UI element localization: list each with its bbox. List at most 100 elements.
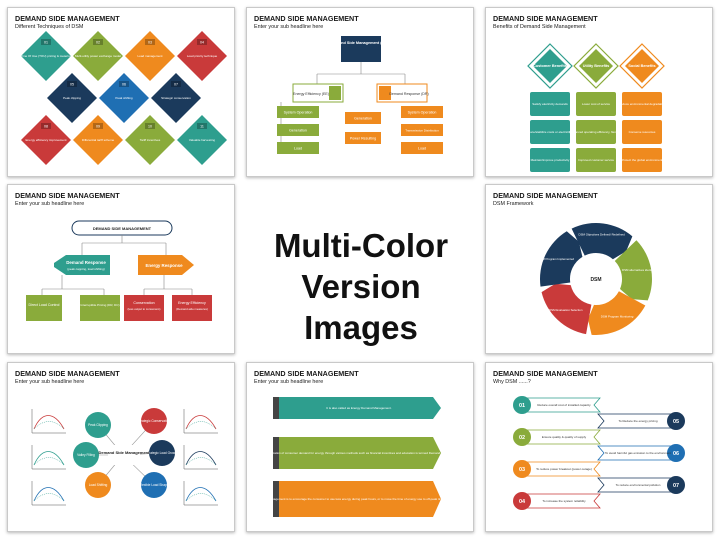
root-label: Demand Side Management (DSM) — [331, 41, 392, 45]
slide-title: DEMAND SIDE MANAGEMENT — [493, 369, 598, 378]
step-text: Ensure quality & quality of supply — [542, 435, 587, 439]
benefit-item: Maintain/improve productivity — [531, 158, 570, 162]
technique-tile — [177, 31, 227, 81]
benefit-diamond — [579, 49, 613, 83]
slide-dsm-tree[interactable]: DEMAND SIDE MANAGEMENT Enter your sub he… — [7, 184, 235, 354]
technique-tile — [73, 115, 123, 165]
tile-text: Energy efficiency improvement — [26, 138, 67, 142]
slide-title: DEMAND SIDE MANAGEMENT — [493, 191, 598, 200]
right-item: Transmission Distribution — [405, 129, 439, 133]
load-shape-circle — [85, 412, 111, 438]
left-item: Generation — [289, 129, 307, 133]
tile-number-box — [93, 39, 103, 45]
tile-number-box — [93, 123, 103, 129]
step-number-circle — [667, 444, 685, 462]
step-number: 03 — [519, 467, 525, 473]
mini-chart-curve — [185, 487, 217, 502]
tile-number-box — [119, 81, 129, 87]
left-item-box — [277, 142, 319, 154]
mini-chart-axes — [31, 481, 66, 506]
slide-definition[interactable]: DEMAND SIDE MANAGEMENT Enter your sub he… — [246, 362, 474, 532]
benefit-item: Improved customer service — [578, 158, 614, 162]
benefit-diamond — [625, 49, 659, 83]
right-item-box — [401, 124, 443, 136]
step-number-circle — [513, 460, 531, 478]
center-label: Demand Side Management — [99, 450, 151, 455]
slide-subtitle: Enter your sub headline here — [15, 201, 85, 207]
tile-text: Peak shifting — [115, 96, 133, 100]
benefit-item-box — [530, 92, 570, 116]
load-shape-label: Load Shifting — [89, 483, 108, 487]
load-shape-circle — [85, 472, 111, 498]
tile-number: 03 — [148, 40, 152, 44]
center-item: Generation — [354, 117, 372, 121]
benefit-item: Enhanced operating efficiency, flexibili… — [570, 130, 623, 134]
benefit-item-box — [576, 120, 616, 144]
step-number-circle — [667, 476, 685, 494]
right-node — [138, 255, 194, 275]
step-number: 01 — [519, 403, 525, 409]
center-caption: Multi-Color Version Images — [248, 225, 474, 348]
leaf-label: Interruptible Pricing (DR, DC) — [80, 303, 119, 307]
load-shape-circle — [141, 408, 167, 434]
center-box — [108, 445, 140, 465]
load-shape-label: Strategic Conservation — [138, 419, 170, 423]
right-item-box — [401, 106, 443, 118]
left-item: Load — [294, 147, 302, 151]
mini-chart-axes — [31, 445, 66, 470]
banner — [279, 397, 441, 419]
mini-chart-curve — [33, 487, 65, 502]
banner-list: It is also called as Energy Demand Manag… — [247, 397, 473, 517]
benefit-item-box — [530, 148, 570, 172]
tile-number-box — [197, 39, 207, 45]
slide-why-dsm[interactable]: DEMAND SIDE MANAGEMENT Why DSM ......? 0… — [485, 362, 713, 532]
tile-number: 08 — [44, 124, 48, 128]
load-shape-label: Strategic Load Growth — [146, 451, 178, 455]
slide-benefits[interactable]: DEMAND SIDE MANAGEMENT Benefits of Deman… — [485, 7, 713, 177]
leaf-note: (less output to consumers) — [128, 307, 161, 311]
right-node-label: Energy Response — [145, 263, 183, 268]
banner-text: The modification of consumer demand for … — [259, 451, 460, 455]
slide-framework[interactable]: DEMAND SIDE MANAGEMENT DSM Framework DSM… — [485, 184, 713, 354]
left-node-label: Demand Response — [66, 260, 106, 265]
slide-subtitle: Enter your sub headline here — [254, 24, 324, 30]
step-number: 02 — [519, 435, 525, 441]
load-shape-label: Flexible Load Shape — [139, 483, 168, 487]
root-box — [341, 36, 381, 62]
tile-text: Load management — [137, 54, 162, 58]
right-item: System Operation — [408, 111, 437, 115]
leaf-note: (Demand-side measures) — [176, 307, 208, 311]
banner — [279, 481, 441, 517]
mini-chart-axes — [31, 409, 66, 434]
step-text: To reduce power breakout (power outage) — [536, 467, 592, 471]
left-item: System Operation — [284, 111, 313, 115]
right-head-label: Demand Response (DR) — [389, 92, 428, 96]
load-shape-label: Peak Clipping — [88, 423, 108, 427]
benefit-item-box — [622, 92, 662, 116]
slide-ee-dr-chart[interactable]: DEMAND SIDE MANAGEMENT Enter your sub he… — [246, 7, 474, 177]
step-text: To reduce environmental pollution — [616, 483, 661, 487]
cycle-segment — [540, 231, 583, 287]
benefit-item: Conserve resources — [629, 130, 656, 134]
leaf-icon — [329, 86, 341, 100]
load-shape-label: Valley Filling — [77, 453, 95, 457]
tile-number-box — [41, 39, 51, 45]
cycle-segment — [614, 240, 652, 301]
tile-number-box — [197, 123, 207, 129]
center-item-box — [345, 132, 381, 144]
banner-tab — [273, 397, 279, 419]
mini-chart-axes — [183, 481, 218, 506]
slide-techniques[interactable]: DEMAND SIDE MANAGEMENT Different Techniq… — [7, 7, 235, 177]
mini-chart-axes — [183, 409, 218, 434]
slide-load-shapes[interactable]: DEMAND SIDE MANAGEMENT Enter your sub he… — [7, 362, 235, 532]
tile-text: Differential tariff scheme — [82, 138, 115, 142]
connector-lines — [316, 62, 406, 84]
cycle-segment-label: DSM Objectives Defined/ Redefined — [578, 232, 625, 236]
tile-number: 01 — [44, 40, 48, 44]
slide-title: DEMAND SIDE MANAGEMENT — [254, 14, 359, 23]
slide-title: DEMAND SIDE MANAGEMENT — [15, 191, 120, 200]
leaf-box — [80, 295, 120, 321]
